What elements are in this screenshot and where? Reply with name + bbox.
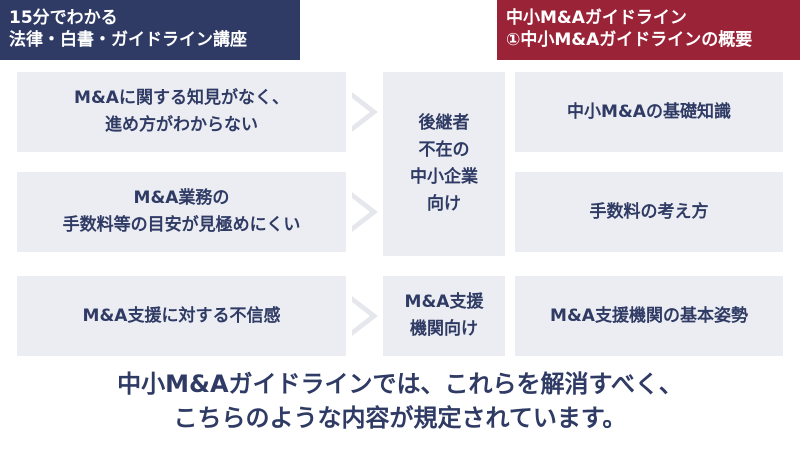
problem-fees-line2: 手数料等の目安が見極めにくい [62,215,301,235]
target-successor-line4: 向け [427,194,461,214]
target-box-support-institutions: M&A支援 機関向け [383,276,505,356]
problem-box-distrust: M&A支援に対する不信感 [17,276,346,356]
target-successor-line1: 後継者 [418,113,470,133]
chevron-right-icon [352,92,378,132]
course-title-line1: 15分でわかる [9,8,118,28]
topic-title-line1: 中小M&Aガイドライン [506,8,687,28]
summary-text: 中小M&Aガイドラインでは、これらを解消すべく、 こちらのような内容が規定されて… [0,367,800,435]
problem-knowledge-line2: 進め方がわからない [105,115,258,135]
content-support-stance-label: M&A支援機関の基本姿勢 [550,305,748,326]
target-successor-line3: 中小企業 [410,167,478,187]
content-box-basics: 中小M&Aの基礎知識 [515,72,783,152]
topic-title-line2: ①中小M&Aガイドラインの概要 [506,30,753,50]
problem-box-fees: M&A業務の 手数料等の目安が見極めにくい [17,172,346,252]
content-basics-label: 中小M&Aの基礎知識 [567,101,731,122]
summary-line1: 中小M&Aガイドラインでは、これらを解消すべく、 [117,370,683,398]
summary-line2: こちらのような内容が規定されています。 [173,404,627,432]
course-title-tag: 15分でわかる 法律・白書・ガイドライン講座 [0,0,300,60]
content-box-fee-approach: 手数料の考え方 [515,172,783,252]
target-support-line2: 機関向け [410,319,478,339]
chevron-right-icon [352,192,378,232]
content-fee-approach-label: 手数料の考え方 [589,201,709,222]
problem-knowledge-line1: M&Aに関する知見がなく、 [74,88,289,108]
chevron-right-icon [352,296,378,336]
target-successor-line2: 不在の [418,140,470,160]
problem-fees-line1: M&A業務の [133,188,230,208]
problem-box-knowledge: M&Aに関する知見がなく、 進め方がわからない [17,72,346,152]
content-box-support-stance: M&A支援機関の基本姿勢 [515,276,783,356]
target-box-successor-less-sme: 後継者 不在の 中小企業 向け [383,72,505,256]
topic-title-tag: 中小M&Aガイドライン ①中小M&Aガイドラインの概要 [497,0,800,60]
course-title-line2: 法律・白書・ガイドライン講座 [9,30,247,50]
problem-distrust-line1: M&A支援に対する不信感 [82,305,281,326]
target-support-line1: M&A支援 [404,292,484,312]
